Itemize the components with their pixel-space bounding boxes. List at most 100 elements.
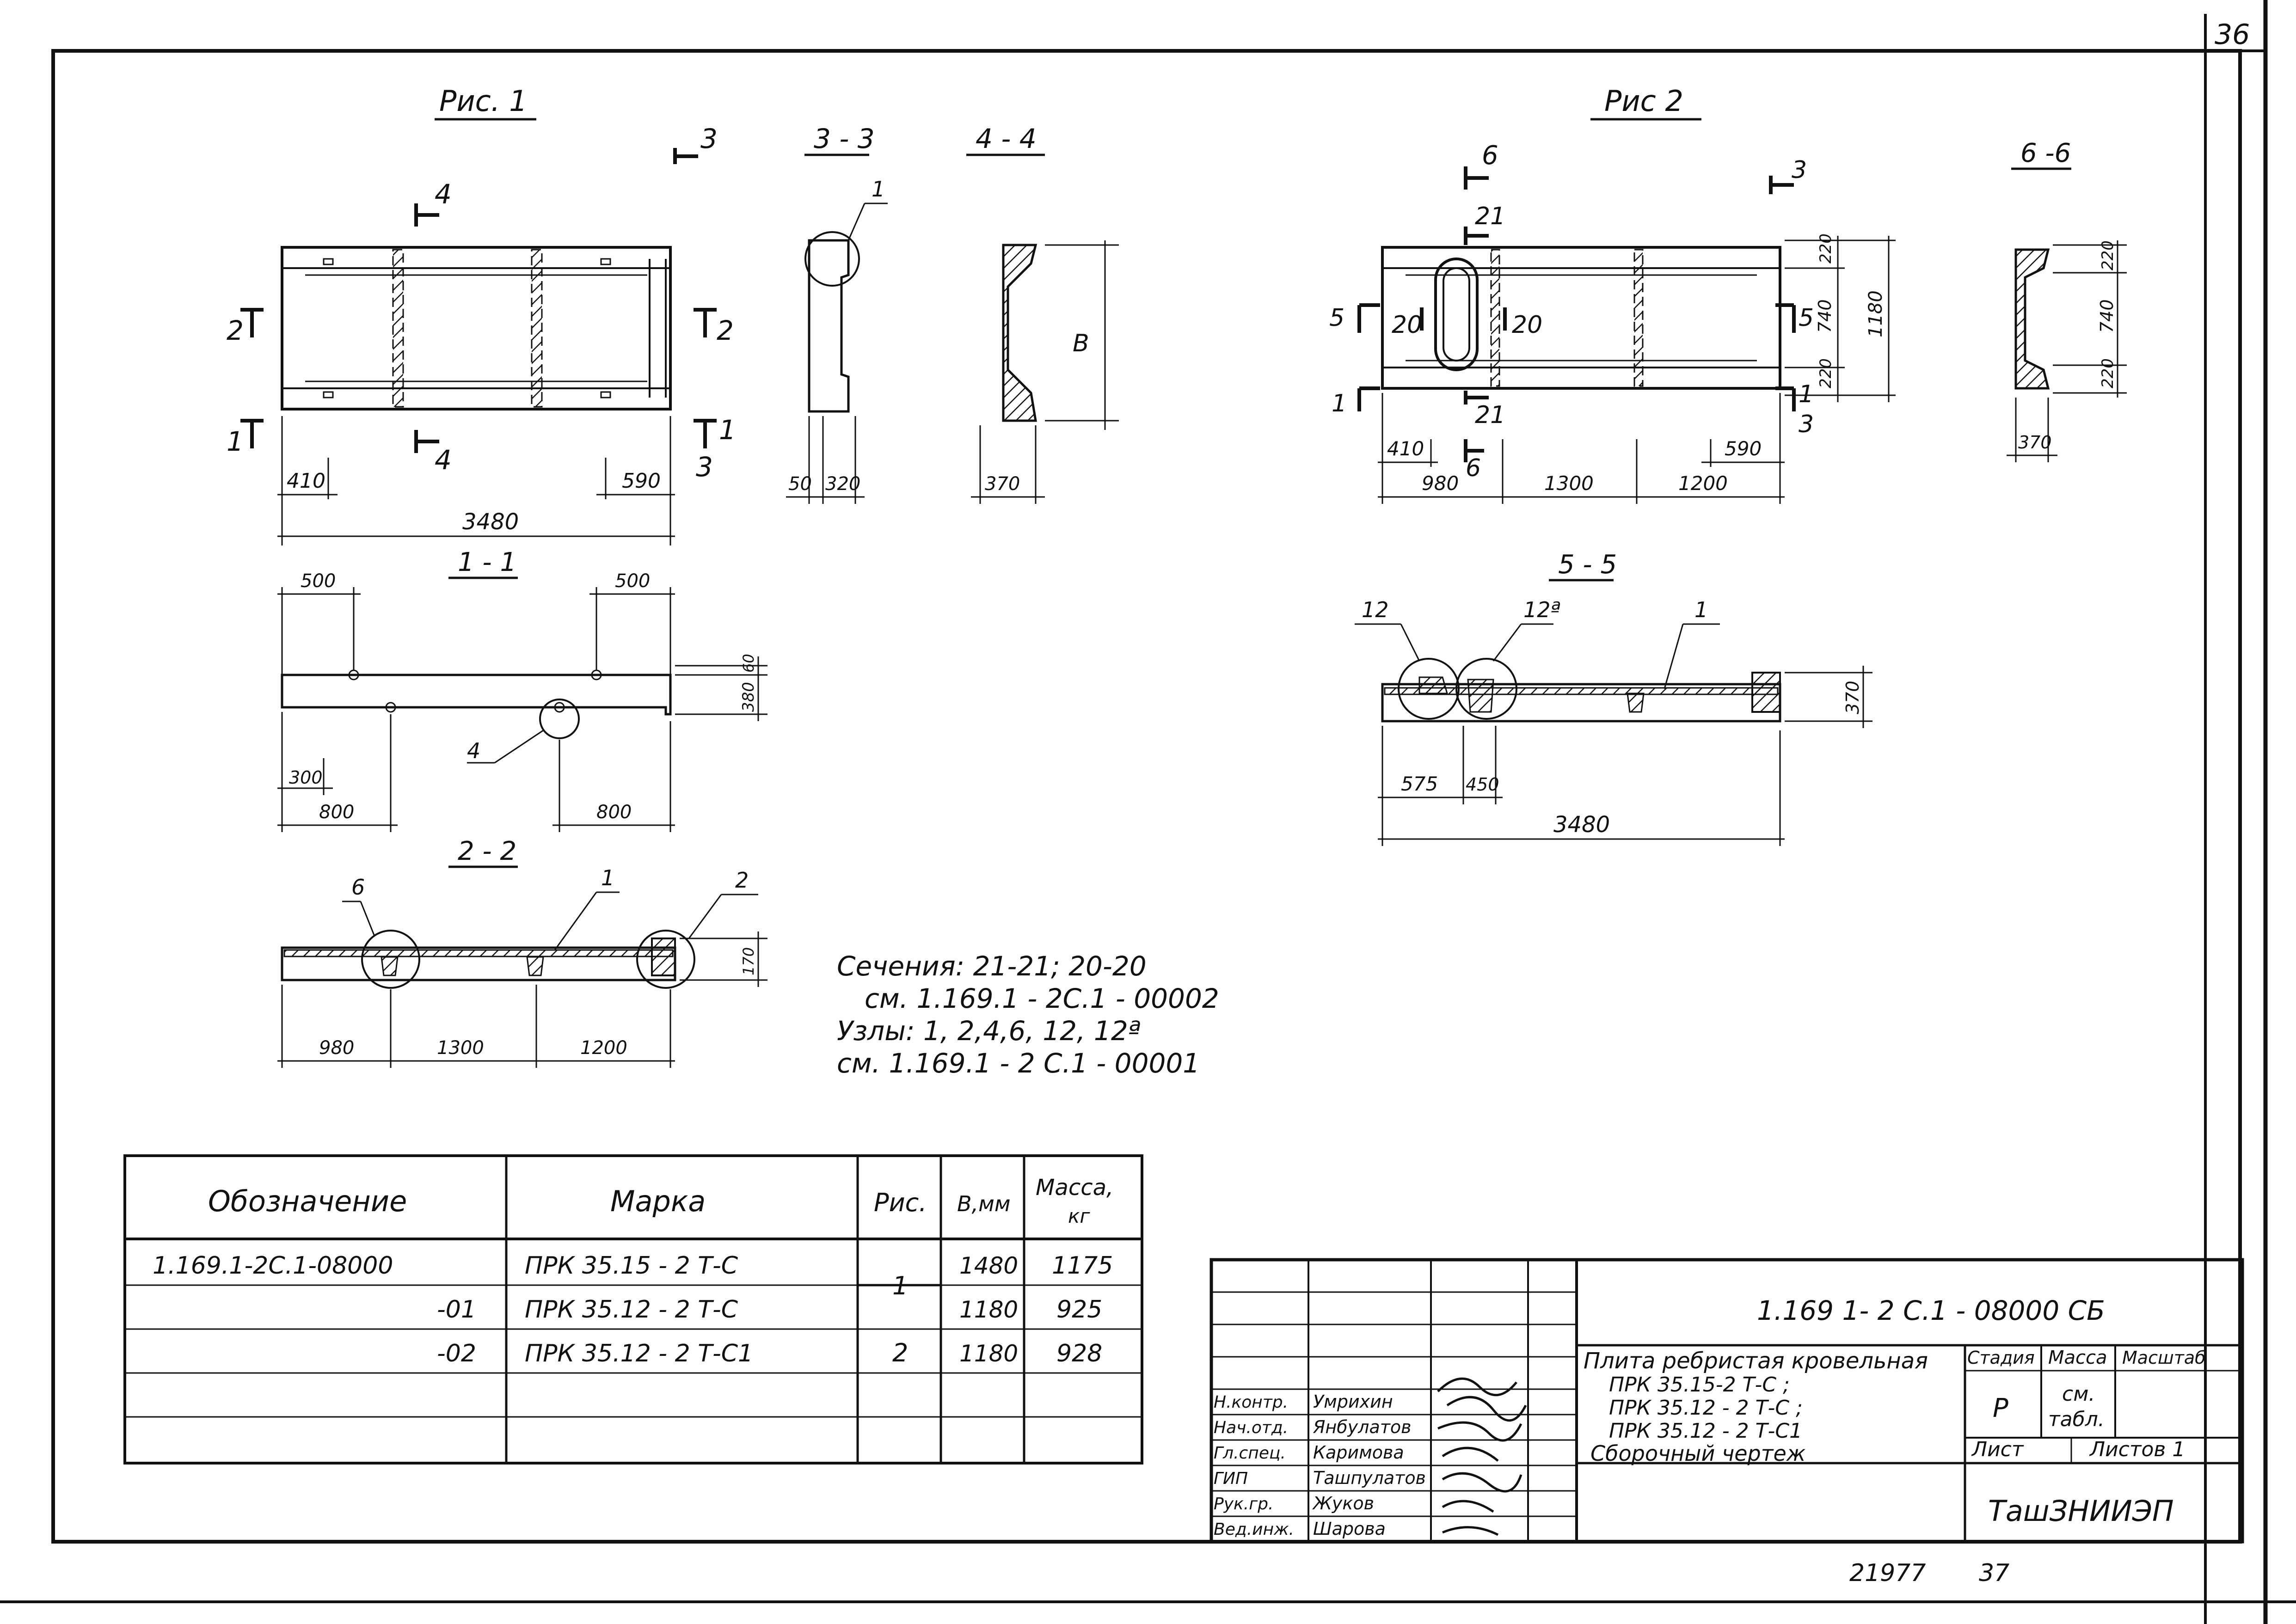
fig1-dim-590: 590	[622, 469, 661, 493]
sheet-frame	[51, 49, 2242, 1544]
tb-name-6-person: Шарова	[1313, 1519, 1386, 1539]
sec11-title: 1 - 1	[458, 547, 516, 577]
spec-row3-mass: 928	[1056, 1340, 1102, 1367]
sec55-dim-370: 370	[1842, 680, 1863, 714]
sec33-dim-320: 320	[825, 473, 860, 495]
spec-table: Обозначение Марка Рис. В,мм Масса, кг 1.…	[123, 1154, 1143, 1465]
tb-name-4-person: Ташпулатов	[1313, 1468, 1426, 1488]
sec66-dim-740: 740	[2097, 299, 2117, 333]
sec22-dim-1200: 1200	[580, 1037, 627, 1059]
sec22-dim-1300: 1300	[437, 1037, 484, 1059]
footer-right-number: 37	[1979, 1559, 2009, 1587]
fig2-dim-1180: 1180	[1865, 290, 1886, 337]
spec-header-mass: Масса,	[1036, 1175, 1113, 1201]
fig2-dim-410: 410	[1387, 437, 1424, 460]
footer-left-number: 21977	[1849, 1559, 1926, 1587]
note-line-3: Узлы: 1, 2,4,6, 12, 12ª	[837, 1015, 1141, 1047]
fig1-cut4-top: 4	[435, 178, 452, 210]
spec-row3-designation: -02	[437, 1340, 476, 1367]
tb-name-3: ПРК 35.12 - 2 Т-С ;	[1609, 1396, 1803, 1420]
spec-header-designation: Обозначение	[208, 1184, 407, 1218]
sec11-callout: 4	[467, 738, 480, 763]
section-6-6: 6 -6 220 740 220 370	[2007, 138, 2127, 462]
title-block: 1.169 1- 2 С.1 - 08000 СБ Плита ребриста…	[1209, 1258, 2244, 1544]
spec-row1-fig: 1	[892, 1271, 908, 1300]
tb-stage-label: Стадия	[1967, 1348, 2035, 1368]
fig2-cut3-bottom: 3	[1799, 411, 1814, 438]
sec66-dim-220b: 220	[2099, 358, 2117, 388]
spec-header-mark: Марка	[610, 1184, 706, 1218]
sec11-dim-380: 380	[739, 682, 758, 712]
tb-name-5-person: Жуков	[1312, 1493, 1374, 1514]
fig2-cut20-right: 20	[1512, 311, 1542, 339]
fig2-cut5-right: 5	[1799, 304, 1814, 332]
sec22-dim-980: 980	[319, 1037, 354, 1059]
sec44-dim-370: 370	[985, 473, 1020, 495]
fig2-cut20-left: 20	[1392, 311, 1422, 339]
section-3-3: 3 - 3 1 50 320	[786, 123, 888, 504]
fig2-dim-590: 590	[1725, 437, 1762, 460]
sec22-dim-170: 170	[740, 947, 757, 975]
tb-role-2: Нач.отд.	[1214, 1418, 1288, 1437]
section-1-1: 1 - 1 4 500 500 60 380 300 800 80	[277, 547, 767, 832]
spec-header-fig: Рис.	[874, 1188, 927, 1217]
sec11-dim-800a: 800	[319, 802, 354, 823]
spec-row1-mark: ПРК 35.15 - 2 Т-С	[525, 1252, 738, 1280]
fig2-cut21-top: 21	[1475, 202, 1505, 230]
spec-row3-b: 1180	[959, 1340, 1018, 1367]
tb-mass-label: Масса	[2048, 1347, 2107, 1368]
sec66-title: 6 -6	[2020, 138, 2071, 168]
sec11-dim-500b: 500	[615, 570, 650, 592]
fig2-cut5-left: 5	[1329, 304, 1344, 332]
sec33-title: 3 - 3	[814, 123, 875, 154]
sec11-dim-800b: 800	[596, 802, 632, 823]
sec55-dim-450: 450	[1466, 774, 1499, 795]
sec55-callout-12: 12	[1362, 597, 1389, 622]
sec55-dim-575: 575	[1401, 772, 1438, 795]
fig1-cut3-bottom: 3	[696, 451, 713, 483]
tb-role-3: Гл.спец.	[1214, 1444, 1286, 1463]
tb-name-1: Плита ребристая кровельная	[1584, 1348, 1928, 1374]
signature-scribbles	[1437, 1377, 1527, 1536]
section-5-5: 5 - 5 12 12ª 1 370 575 450 3480	[1355, 550, 1872, 846]
spec-row2-designation: -01	[437, 1296, 476, 1324]
tb-role-4: ГИП	[1214, 1469, 1248, 1488]
sec55-callout-1: 1	[1694, 597, 1708, 622]
tb-sheets-label: Листов 1	[2089, 1438, 2185, 1461]
fig1-title: Рис. 1	[439, 84, 528, 118]
fig1-plan	[281, 246, 672, 411]
tb-name-2: ПРК 35.15-2 Т-С ;	[1609, 1373, 1790, 1397]
sec55-dim-3480: 3480	[1553, 812, 1610, 838]
sec11-dim-500a: 500	[301, 570, 336, 592]
tb-name-2-person: Янбулатов	[1313, 1417, 1412, 1437]
fig2-dim-1200: 1200	[1678, 472, 1728, 495]
spec-row2-mass: 925	[1056, 1296, 1102, 1324]
sec55-title: 5 - 5	[1558, 550, 1617, 580]
fig2-cut6-bottom: 6	[1466, 454, 1481, 482]
fig1-cut2-right: 2	[717, 315, 734, 346]
tb-code: 1.169 1- 2 С.1 - 08000 СБ	[1757, 1295, 2105, 1326]
tb-name-3-person: Каримова	[1313, 1442, 1404, 1463]
sec11-dim-60: 60	[740, 654, 757, 673]
corner-sheet-number: 36	[2215, 18, 2250, 51]
fig2-cut1-left: 1	[1332, 390, 1347, 417]
fig2-plan	[1381, 246, 1781, 390]
sec44-title: 4 - 4	[976, 123, 1037, 154]
fig1-cut4-bottom: 4	[435, 444, 452, 476]
spec-row1-b: 1480	[959, 1252, 1018, 1279]
tb-name-5: Сборочный чертеж	[1590, 1441, 1806, 1466]
tb-stage: Р	[1993, 1393, 2008, 1423]
tb-mass-line2: табл.	[2048, 1408, 2105, 1431]
notes: Сечения: 21-21; 20-20 см. 1.169.1 - 2С.1…	[837, 950, 1219, 1079]
spec-header-b: В,мм	[957, 1191, 1011, 1216]
tb-scale-label: Масштаб	[2122, 1348, 2206, 1368]
tb-role-6: Вед.инж.	[1214, 1520, 1294, 1539]
fig2-cut1-right: 1	[1799, 380, 1814, 408]
tb-role-5: Рук.гр.	[1214, 1495, 1273, 1514]
spec-row1-mass: 1175	[1052, 1252, 1113, 1280]
spec-row3-fig: 2	[892, 1338, 908, 1367]
fig1-dim-3480: 3480	[462, 509, 519, 535]
fig2-dim-220b: 220	[1817, 358, 1835, 388]
fig2-title: Рис 2	[1604, 84, 1683, 118]
note-line-2: см. 1.169.1 - 2С.1 - 00002	[865, 983, 1219, 1014]
